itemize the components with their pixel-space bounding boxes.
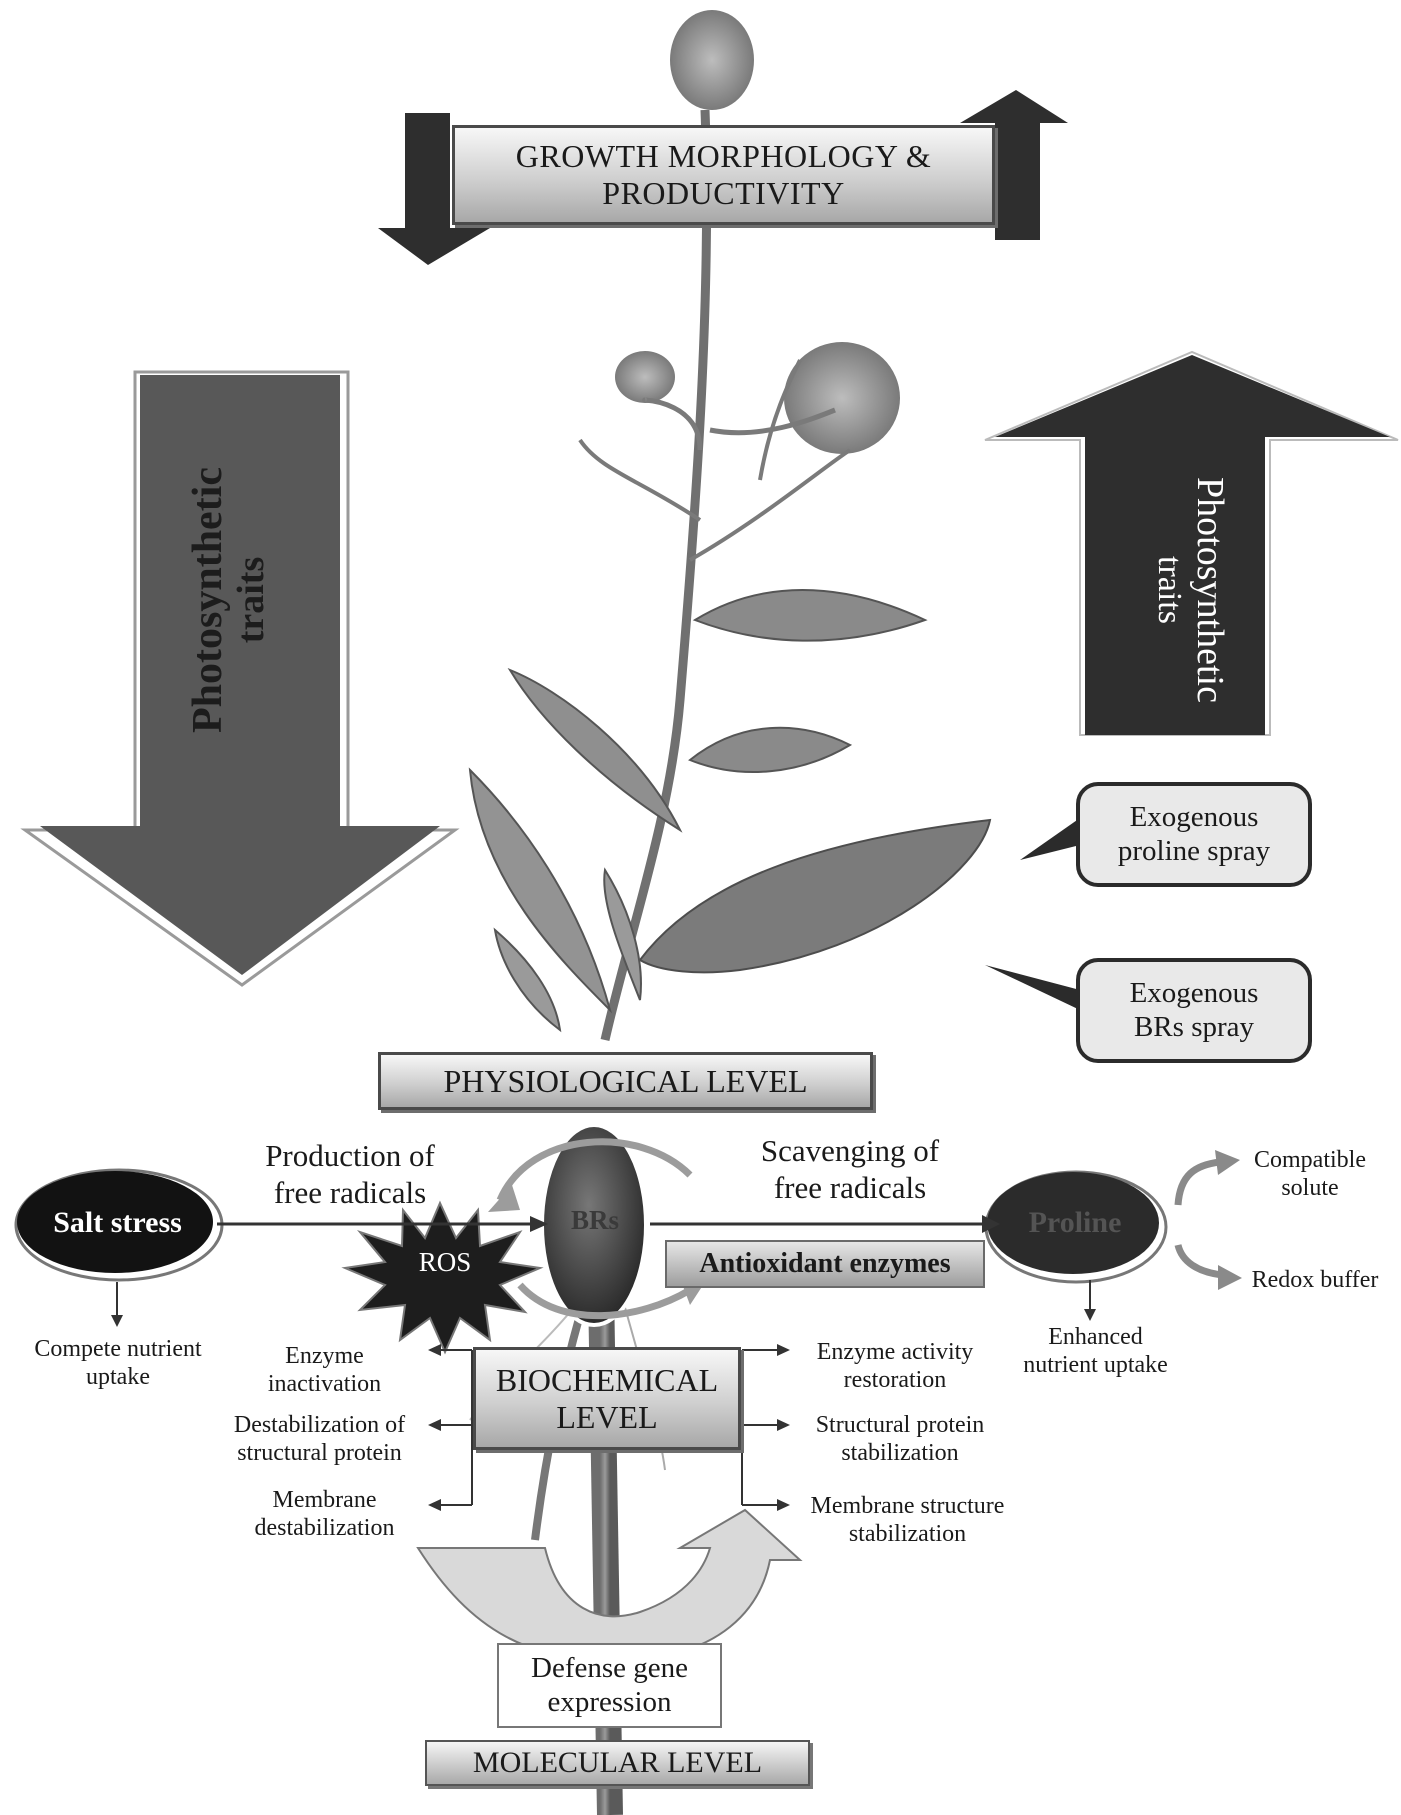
compete-nutrient-line2: uptake (18, 1363, 218, 1391)
compete-nutrient-line1: Compete nutrient (18, 1335, 218, 1363)
defense-gene-line1: Defense gene (531, 1652, 688, 1685)
right-effect-structural-line2: stabilization (795, 1439, 1005, 1467)
biochemical-level-line1: BIOCHEMICAL (496, 1362, 718, 1399)
biochemical-level-line2: LEVEL (496, 1399, 718, 1436)
right-effect-enzyme-line1: Enzyme activity (795, 1338, 995, 1366)
left-effect-enzyme-line1: Enzyme (222, 1342, 427, 1370)
growth-morphology-box: GROWTH MORPHOLOGY & PRODUCTIVITY (452, 125, 995, 225)
compete-nutrient-label: Compete nutrient uptake (18, 1335, 218, 1392)
left-arrow-label: Photosynthetic traits (185, 400, 295, 800)
production-label-line1: Production of (245, 1138, 455, 1175)
left-effect-structural-line2: structural protein (212, 1439, 427, 1467)
right-effect-enzyme-line2: restoration (795, 1366, 995, 1394)
antioxidant-enzymes-box: Antioxidant enzymes (665, 1240, 985, 1288)
salt-stress-label: Salt stress (20, 1205, 215, 1240)
compatible-solute-line2: solute (1230, 1174, 1390, 1202)
right-arrow-label-line2: traits (1151, 425, 1188, 755)
molecular-level-label: MOLECULAR LEVEL (473, 1746, 762, 1781)
proline-spray-line1: Exogenous (1118, 801, 1270, 834)
compatible-solute-label: Compatible solute (1230, 1146, 1390, 1203)
redox-buffer-label: Redox buffer (1240, 1266, 1390, 1294)
defense-gene-line2: expression (531, 1686, 688, 1719)
left-effect-membrane: Membrane destabilization (222, 1486, 427, 1543)
right-arrow-label: Photosynthetic traits (1120, 425, 1230, 755)
left-effect-enzyme: Enzyme inactivation (222, 1342, 427, 1399)
proline-spray-line2: proline spray (1118, 835, 1270, 868)
left-arrow-label-line2: traits (231, 400, 273, 800)
right-arrow-label-line1: Photosynthetic (1188, 425, 1230, 755)
scavenging-label: Scavenging of free radicals (730, 1133, 970, 1206)
left-effect-membrane-line2: destabilization (222, 1514, 427, 1542)
production-label-line2: free radicals (245, 1175, 455, 1212)
brs-spray-line1: Exogenous (1130, 977, 1259, 1010)
left-effect-enzyme-line2: inactivation (222, 1370, 427, 1398)
antioxidant-enzymes-label: Antioxidant enzymes (699, 1248, 950, 1280)
brs-label: BRs (550, 1205, 640, 1237)
growth-morphology-line2: PRODUCTIVITY (516, 175, 931, 212)
right-effect-membrane-line1: Membrane structure (795, 1492, 1020, 1520)
right-effect-enzyme: Enzyme activity restoration (795, 1338, 995, 1395)
right-effect-membrane: Membrane structure stabilization (795, 1492, 1020, 1549)
right-effect-structural: Structural protein stabilization (795, 1411, 1005, 1468)
enhanced-nutrient-label: Enhanced nutrient uptake (1008, 1323, 1183, 1380)
scavenging-label-line2: free radicals (730, 1170, 970, 1207)
left-effect-structural: Destabilization of structural protein (212, 1411, 427, 1468)
production-label: Production of free radicals (245, 1138, 455, 1211)
defense-gene-box: Defense gene expression (497, 1643, 722, 1728)
right-effect-structural-line1: Structural protein (795, 1411, 1005, 1439)
scavenging-label-line1: Scavenging of (730, 1133, 970, 1170)
spray-pointers (985, 818, 1080, 1010)
biochemical-level-box: BIOCHEMICAL LEVEL (473, 1347, 741, 1450)
left-effect-structural-line1: Destabilization of (212, 1411, 427, 1439)
ros-label: ROS (385, 1247, 505, 1279)
growth-morphology-line1: GROWTH MORPHOLOGY & (516, 138, 931, 175)
enhanced-nutrient-line2: nutrient uptake (1008, 1351, 1183, 1379)
right-effect-membrane-line2: stabilization (795, 1520, 1020, 1548)
left-arrow-label-line1: Photosynthetic (185, 400, 231, 800)
brs-spray-bubble: Exogenous BRs spray (1076, 958, 1312, 1063)
physiological-level-box: PHYSIOLOGICAL LEVEL (378, 1052, 873, 1110)
enhanced-nutrient-line1: Enhanced (1008, 1323, 1183, 1351)
molecular-level-box: MOLECULAR LEVEL (425, 1740, 810, 1786)
left-effect-membrane-line1: Membrane (222, 1486, 427, 1514)
brs-spray-line2: BRs spray (1130, 1011, 1259, 1044)
physiological-level-label: PHYSIOLOGICAL LEVEL (443, 1063, 807, 1100)
compatible-solute-line1: Compatible (1230, 1146, 1390, 1174)
proline-label: Proline (1000, 1205, 1150, 1240)
proline-spray-bubble: Exogenous proline spray (1076, 782, 1312, 887)
